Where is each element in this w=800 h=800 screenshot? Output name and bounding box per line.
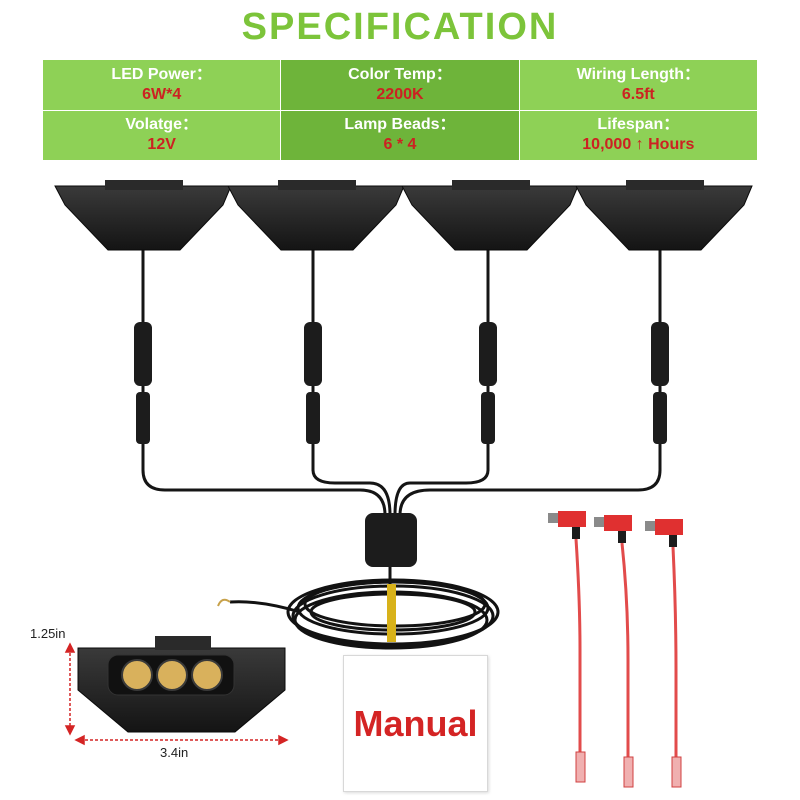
spec-label: Volatge： — [125, 116, 198, 134]
led-bead-icon — [191, 659, 223, 691]
wire-coil-icon — [229, 578, 500, 650]
pod-light-icon — [54, 180, 232, 251]
coil-tie — [387, 584, 396, 642]
spec-value: 2200K — [376, 85, 424, 103]
junction-box — [365, 513, 417, 567]
spec-table: LED Power： 6W*4 Color Temp： 2200K Wiring… — [43, 60, 757, 160]
manual-card: Manual — [343, 655, 488, 792]
spec-cell-lifespan: Lifespan： 10,000 ↑ Hours — [519, 110, 757, 160]
pod-light-icon — [575, 180, 753, 251]
pod-light-icon — [227, 180, 405, 251]
spec-label: Wiring Length： — [576, 65, 701, 83]
led-bead-icon — [156, 659, 188, 691]
spec-cell-voltage: Volatge： 12V — [43, 110, 281, 160]
spec-value: 6.5ft — [621, 85, 655, 103]
spec-cell-color-temp: Color Temp： 2200K — [281, 60, 519, 110]
spec-label: LED Power： — [111, 65, 212, 83]
spec-cell-wiring-length: Wiring Length： 6.5ft — [519, 60, 757, 110]
spec-label: Lifespan： — [597, 116, 680, 134]
led-bead-icon — [121, 659, 153, 691]
spec-cell-lamp-beads: Lamp Beads： 6 * 4 — [281, 110, 519, 160]
spec-value: 6 * 4 — [383, 136, 417, 154]
fuse-tap-icon — [548, 511, 586, 783]
spec-value: 6W*4 — [142, 85, 182, 103]
dimension-height-label: 1.25in — [30, 626, 66, 641]
dimension-arrows — [64, 642, 289, 746]
spec-label: Color Temp： — [348, 65, 452, 83]
spec-label: Lamp Beads： — [344, 116, 456, 134]
spec-value: 12V — [147, 136, 176, 154]
pod-light-icon — [401, 180, 579, 251]
connectors — [134, 322, 669, 444]
terminal-icon — [217, 598, 231, 607]
spec-value: 10,000 ↑ Hours — [582, 136, 695, 154]
dimension-width-label: 3.4in — [160, 745, 189, 760]
page-title: SPECIFICATION — [241, 6, 559, 48]
manual-label: Manual — [353, 702, 478, 744]
fuse-tap-icon — [594, 515, 634, 788]
spec-cell-led-power: LED Power： 6W*4 — [43, 60, 281, 110]
fuse-tap-icon — [645, 519, 683, 788]
